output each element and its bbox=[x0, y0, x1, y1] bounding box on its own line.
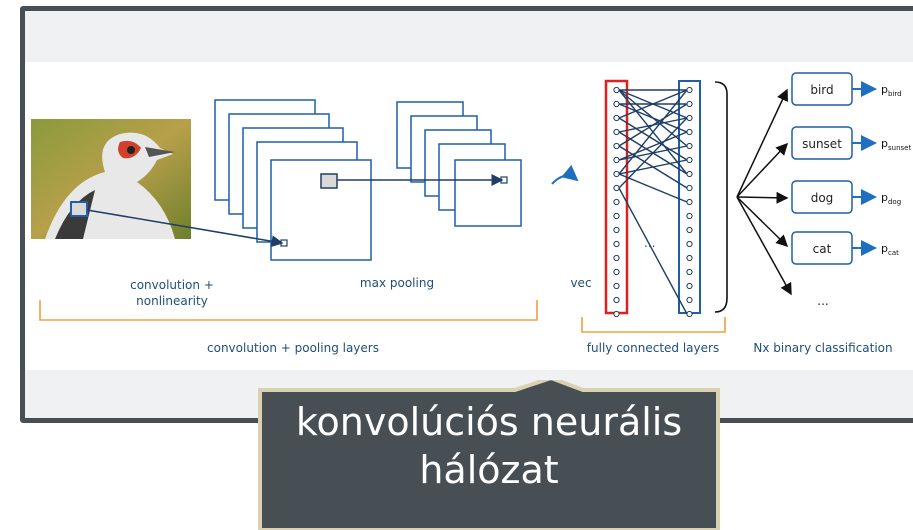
callout-title: konvolúciós neurális hálózat bbox=[265, 398, 713, 494]
fc-node-left bbox=[613, 100, 620, 108]
class-box-dog: dog bbox=[791, 180, 853, 214]
fc-node-left bbox=[613, 156, 620, 164]
fc-connection bbox=[618, 103, 688, 133]
fc-connection bbox=[618, 103, 688, 147]
fc-node-right bbox=[686, 296, 693, 304]
fc-node-left bbox=[613, 254, 620, 262]
fc-network bbox=[604, 79, 701, 318]
fc-layers-label: fully connected layers bbox=[587, 341, 719, 355]
fc-node-left bbox=[613, 240, 620, 248]
fc-node-right bbox=[686, 170, 693, 178]
flatten-arrow bbox=[551, 164, 579, 185]
fc-node-right bbox=[686, 100, 693, 108]
fc-node-left bbox=[613, 268, 620, 276]
fc-node-right bbox=[686, 282, 693, 290]
fc-node-right bbox=[686, 114, 693, 122]
fc-node-right bbox=[686, 212, 693, 220]
vec-label: vec bbox=[570, 276, 591, 290]
class-box-sunset: sunset bbox=[791, 126, 853, 160]
pooling-window bbox=[320, 173, 338, 189]
fc-connection bbox=[618, 89, 688, 175]
conv-feature-maps bbox=[214, 99, 372, 261]
title-callout bbox=[258, 380, 720, 530]
fc-connection bbox=[618, 159, 688, 175]
conv-pool-layers-label: convolution + pooling layers bbox=[207, 341, 379, 355]
fc-node-left bbox=[613, 296, 620, 304]
classifier-arrows bbox=[736, 88, 792, 296]
prob-sunset: psunset bbox=[881, 137, 911, 152]
cnn-diagram: ... bird sunset dog cat bbox=[25, 62, 913, 370]
fc-node-right bbox=[686, 310, 693, 318]
nx-binary-label: Nx binary classification bbox=[753, 341, 892, 355]
fc-connection bbox=[618, 117, 688, 161]
fc-node-left bbox=[613, 282, 620, 290]
pooled-feature-maps bbox=[396, 101, 522, 227]
prob-dog: pdog bbox=[881, 191, 901, 206]
fc-node-right bbox=[686, 268, 693, 276]
output-bracket bbox=[714, 81, 728, 313]
classes-ellipsis: ... bbox=[817, 294, 828, 308]
fc-node-right bbox=[686, 254, 693, 262]
prob-arrows bbox=[852, 81, 877, 256]
callout-line-2: hálózat bbox=[419, 448, 559, 492]
fc-node-right bbox=[686, 128, 693, 136]
fc-node-right bbox=[686, 198, 693, 206]
fc-node-right bbox=[686, 240, 693, 248]
conv-arrow bbox=[86, 209, 284, 248]
conv-pool-bracket bbox=[39, 300, 538, 321]
fc-connection bbox=[618, 187, 688, 315]
fc-node-right bbox=[686, 184, 693, 192]
prob-bird: pbird bbox=[881, 83, 902, 98]
fc-node-left bbox=[613, 310, 620, 318]
fc-node-left bbox=[613, 170, 620, 178]
class-box-bird: bird bbox=[791, 72, 853, 106]
fc-node-left bbox=[613, 128, 620, 136]
fc-connection bbox=[618, 117, 688, 189]
fc-connection bbox=[618, 89, 688, 119]
callout-line-1: konvolúciós neurális bbox=[295, 400, 683, 444]
fc-ellipsis: ... bbox=[644, 236, 655, 250]
fc-connection bbox=[618, 131, 688, 161]
fc-bracket bbox=[581, 317, 726, 333]
max-pooling-label: max pooling bbox=[360, 276, 434, 290]
class-label: sunset bbox=[802, 137, 842, 151]
class-box-cat: cat bbox=[791, 231, 853, 265]
conv-label-line1: convolution + bbox=[130, 278, 214, 292]
fc-node-left bbox=[613, 212, 620, 220]
fc-node-left bbox=[613, 86, 620, 94]
fc-connection bbox=[618, 173, 688, 203]
conv-label-line2: nonlinearity bbox=[136, 294, 208, 308]
bird-image bbox=[31, 119, 191, 239]
fc-node-right bbox=[686, 142, 693, 150]
fc-node-right bbox=[686, 226, 693, 234]
fc-node-left bbox=[613, 184, 620, 192]
fc-node-right bbox=[686, 86, 693, 94]
fc-node-left bbox=[613, 142, 620, 150]
fc-node-left bbox=[613, 226, 620, 234]
class-label: dog bbox=[811, 191, 834, 205]
fc-node-right bbox=[686, 156, 693, 164]
fc-node-left bbox=[613, 114, 620, 122]
prob-cat: pcat bbox=[881, 242, 899, 257]
class-label: bird bbox=[810, 83, 833, 97]
fc-node-left bbox=[613, 198, 620, 206]
class-label: cat bbox=[813, 242, 832, 256]
